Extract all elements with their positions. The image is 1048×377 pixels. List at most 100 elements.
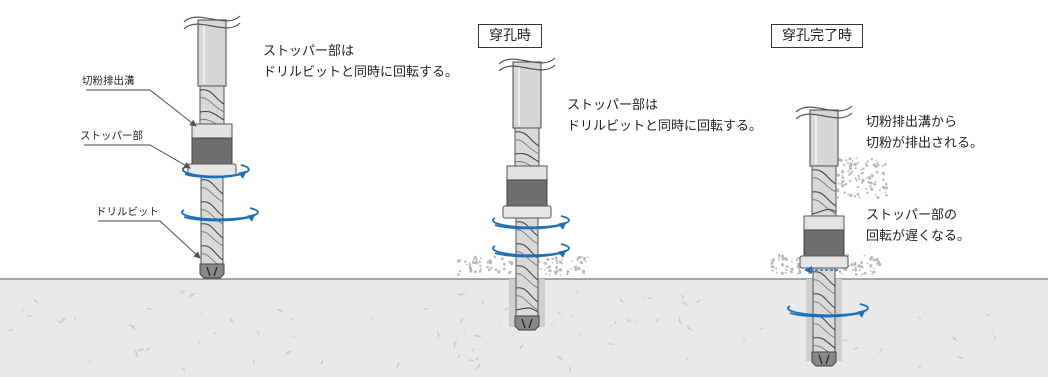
- aggregate-speck: [678, 316, 682, 326]
- drill-dust: [863, 271, 867, 275]
- drill-dust: [869, 185, 872, 188]
- drill-dust: [849, 193, 853, 198]
- drill-flute-line: [515, 295, 539, 311]
- drill-flute-line: [515, 265, 539, 281]
- panel2-title: 穿孔時: [478, 24, 542, 48]
- drill-dust: [850, 263, 854, 267]
- stopper-upper-collar: [191, 123, 233, 139]
- drill-dust: [848, 157, 852, 161]
- drill-flute-line: [515, 307, 539, 313]
- aggregate-speck: [993, 335, 996, 342]
- rotation-arrow-icon: [789, 309, 866, 318]
- drill-dust: [866, 176, 868, 179]
- aggregate-speck: [551, 322, 554, 327]
- drill-dust: [860, 261, 864, 265]
- drill-dust: [869, 264, 873, 268]
- drill-flute-line: [812, 279, 836, 295]
- drill-dust: [843, 191, 846, 194]
- drill-dust: [851, 159, 854, 162]
- drill-dust: [508, 260, 512, 264]
- drill-dust: [865, 187, 868, 190]
- drill-dust: [468, 262, 471, 265]
- drill-dust: [866, 160, 869, 163]
- drill-dust: [582, 272, 585, 275]
- aggregate-speck: [609, 325, 613, 328]
- shaft-break-mark-icon: [498, 64, 556, 72]
- aggregate-speck: [370, 316, 373, 321]
- aggregate-speck: [348, 289, 351, 294]
- aggregate-speck: [643, 296, 646, 301]
- aggregate-speck: [436, 330, 440, 339]
- drill-dust: [856, 192, 860, 196]
- drill-dust: [854, 177, 857, 180]
- drill-dust: [464, 260, 467, 263]
- aggregate-speck: [619, 296, 625, 304]
- aggregate-speck: [633, 320, 637, 323]
- drill-dust: [473, 270, 477, 274]
- drill-flute-line: [811, 169, 837, 185]
- drill-flute-line: [811, 199, 837, 215]
- aggregate-speck: [198, 339, 201, 345]
- drill-dust: [841, 179, 845, 184]
- drill-dust: [885, 194, 888, 197]
- drill-dust: [566, 273, 569, 276]
- drill-flute-line: [811, 191, 837, 207]
- aggregate-speck: [33, 297, 40, 304]
- drill-dust: [771, 258, 775, 262]
- aggregate-speck: [472, 347, 476, 353]
- aggregate-speck: [472, 334, 483, 338]
- drill-dust: [858, 269, 861, 272]
- aggregate-speck: [555, 356, 564, 361]
- leader-line-stopper: [84, 144, 191, 169]
- drill-dust: [841, 174, 844, 177]
- drill-dust: [853, 195, 857, 198]
- drill-flute-line: [200, 231, 224, 247]
- drill-dust: [877, 260, 881, 264]
- drill-flute-line: [515, 229, 539, 245]
- drill-dust: [798, 271, 802, 275]
- drill-dust: [545, 272, 547, 275]
- drill-dust: [778, 256, 781, 259]
- aggregate-speck: [453, 339, 458, 350]
- drill-flute-line: [200, 223, 224, 239]
- aggregate-speck: [275, 308, 285, 313]
- leader-line-bit: [98, 220, 201, 259]
- drill-dust: [860, 265, 864, 269]
- aggregate-speck: [145, 346, 152, 352]
- aggregate-speck: [924, 335, 928, 338]
- drill-dust: [473, 255, 477, 259]
- aggregate-speck: [87, 360, 92, 362]
- drill-dust: [573, 265, 577, 269]
- aggregate-speck: [251, 358, 255, 365]
- drill-dust: [487, 268, 491, 272]
- rotation-arrow-icon: [181, 207, 259, 221]
- drill-dust: [497, 270, 501, 274]
- drill-dust: [582, 256, 586, 261]
- drill-dust: [843, 183, 846, 186]
- drill-dust: [478, 270, 482, 273]
- drill-dust: [855, 179, 858, 182]
- drill-dust: [775, 271, 778, 274]
- drill-dust: [848, 166, 853, 170]
- drill-dust: [457, 273, 460, 276]
- drill-dust: [561, 258, 563, 261]
- drill-dust: [840, 182, 843, 185]
- drill-dust: [868, 175, 871, 178]
- drill-dust: [795, 258, 798, 262]
- drill-dust: [875, 159, 877, 162]
- aggregate-speck: [576, 288, 579, 295]
- drill-dust: [881, 164, 884, 167]
- drill-dust: [488, 260, 493, 265]
- drill-dust: [841, 169, 844, 171]
- drill-dust: [566, 270, 570, 274]
- drill-dust: [486, 265, 489, 269]
- drill-dust: [466, 263, 468, 266]
- drill-dust: [858, 196, 861, 199]
- drill-dust: [543, 261, 547, 265]
- aggregate-speck: [858, 300, 862, 306]
- drill-dust: [884, 162, 887, 166]
- drill-dust: [876, 162, 879, 165]
- drill-dust: [781, 254, 785, 258]
- drill-dust: [555, 269, 559, 273]
- rotation-arrow-icon: [787, 303, 869, 317]
